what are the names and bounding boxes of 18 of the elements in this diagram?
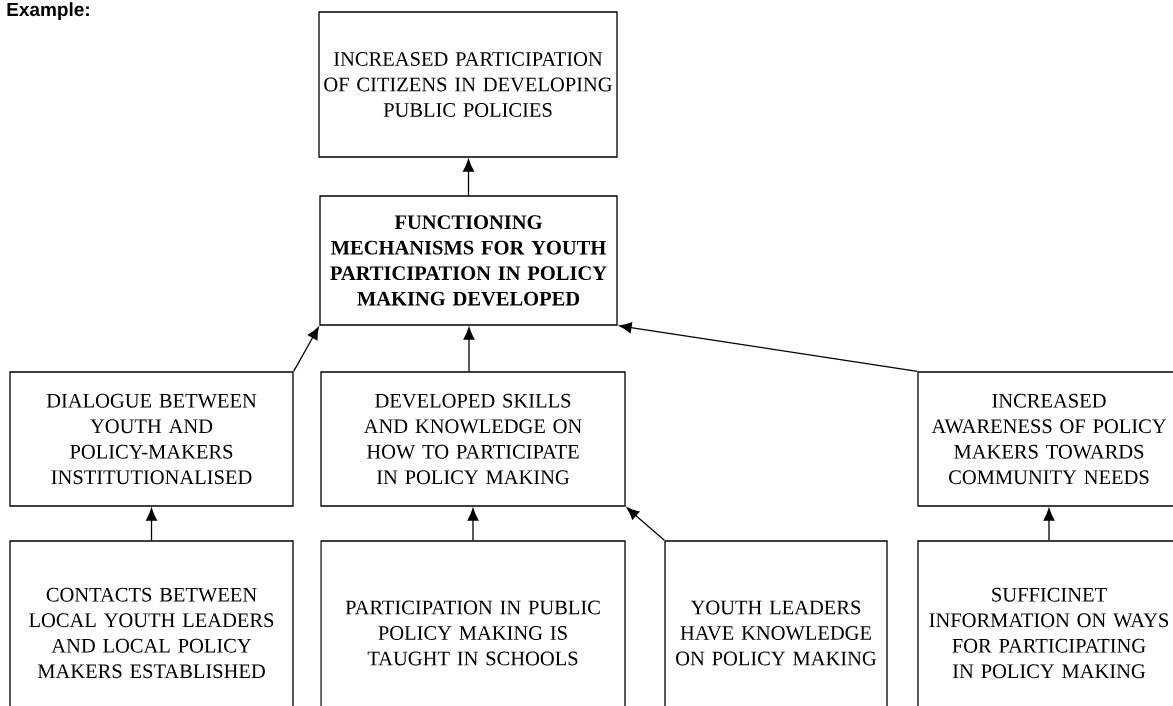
text-box: INCREASED AWARENESS OF POLICY MAKERS TOWARDS COMMUNITY NEEDS — [917, 371, 1173, 507]
title: Example: — [7, 2, 89, 20]
text-box: DIALOGUE BETWEEN YOUTH AND POLICY-MAKERS INSTITUTIONALISED — [9, 371, 294, 507]
text-box: INCREASED PARTICIPATION OF CITIZENS IN DEVELOPING PUBLIC POLICIES — [318, 11, 618, 158]
text-box: CONTACTS BETWEEN LOCAL YOUTH LEADERS AND LOCAL POLICY MAKERS ESTABLISHED — [9, 540, 294, 706]
arrow — [467, 508, 479, 541]
arrow — [1043, 508, 1055, 541]
arrow — [626, 507, 665, 541]
arrow — [463, 159, 474, 196]
text-box: PARTICIPATION IN PUBLIC POLICY MAKING IS TAUGHT IN SCHOOLS — [320, 540, 626, 706]
arrow — [619, 322, 918, 372]
arrow — [463, 327, 475, 372]
arrow — [293, 327, 319, 372]
text-box: DEVELOPED SKILLS AND KNOWLEDGE ON HOW TO PARTICIPATE IN POLICY MAKING — [320, 371, 626, 507]
arrow — [146, 508, 157, 541]
text-box: FUNCTIONING MECHANISMS FOR YOUTH PARTICIPATION IN POLICY MAKING DEVELOPED — [319, 195, 618, 326]
text-box: YOUTH LEADERS HAVE KNOWLEDGE ON POLICY MAKING — [664, 540, 888, 706]
text-box: SUFFICINET INFORMATION ON WAYS FOR PARTICIPATING IN POLICY MAKING — [917, 540, 1173, 706]
